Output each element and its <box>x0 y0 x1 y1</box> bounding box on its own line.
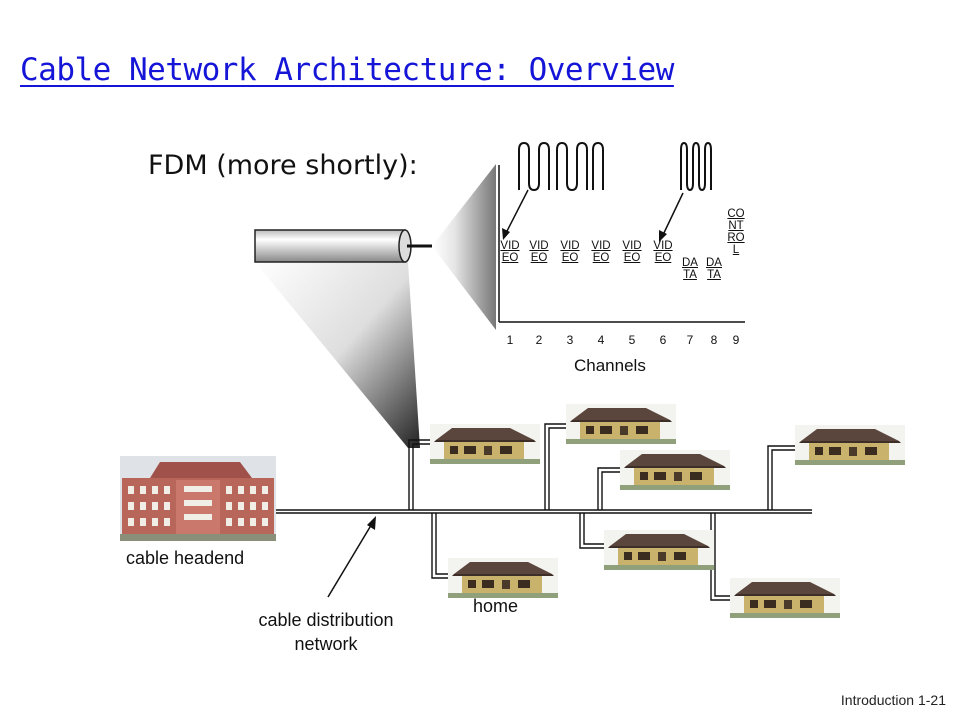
fdm-label: FDM (more shortly): <box>148 150 418 181</box>
channel-number: 8 <box>710 333 718 347</box>
home-icon <box>620 450 730 490</box>
channel-name: VIDEO <box>500 240 520 264</box>
home-icon <box>795 425 905 465</box>
home-icon <box>430 424 540 464</box>
home-icon <box>604 530 714 570</box>
home-icon <box>448 558 558 598</box>
distribution-label: cable distribution network <box>258 610 394 654</box>
zoom-cone <box>255 262 420 448</box>
channel-name: VIDEO <box>622 240 642 264</box>
home-icon <box>730 578 840 618</box>
coax-cable <box>254 229 406 263</box>
headend-building-icon <box>120 456 276 541</box>
channel-number: 7 <box>686 333 694 347</box>
channel-number: 6 <box>659 333 667 347</box>
video-waveform <box>518 141 604 192</box>
channel-name: VIDEO <box>653 240 673 264</box>
channel-number: 9 <box>732 333 740 347</box>
data-waveform <box>680 141 712 192</box>
channel-name: DATA <box>706 257 722 281</box>
distribution-branches <box>408 423 797 601</box>
channel-number: 2 <box>535 333 543 347</box>
channel-zoom-cone <box>432 164 496 330</box>
channel-number: 5 <box>628 333 636 347</box>
home-icon <box>566 404 676 444</box>
channel-name: VIDEO <box>591 240 611 264</box>
channel-name: VIDEO <box>529 240 549 264</box>
channel-name: DATA <box>682 257 698 281</box>
channel-number: 3 <box>566 333 574 347</box>
slide-title: Cable Network Architecture: Overview <box>20 52 674 88</box>
channel-name: VIDEO <box>560 240 580 264</box>
home-label: home <box>473 596 519 616</box>
channel-name: CONTROL <box>727 208 745 256</box>
channels-axis-label: Channels <box>574 356 646 375</box>
headend-label: cable headend <box>126 548 245 568</box>
slide-footer: Introduction 1-21 <box>840 692 946 708</box>
channel-number: 4 <box>597 333 605 347</box>
channel-number: 1 <box>506 333 514 347</box>
